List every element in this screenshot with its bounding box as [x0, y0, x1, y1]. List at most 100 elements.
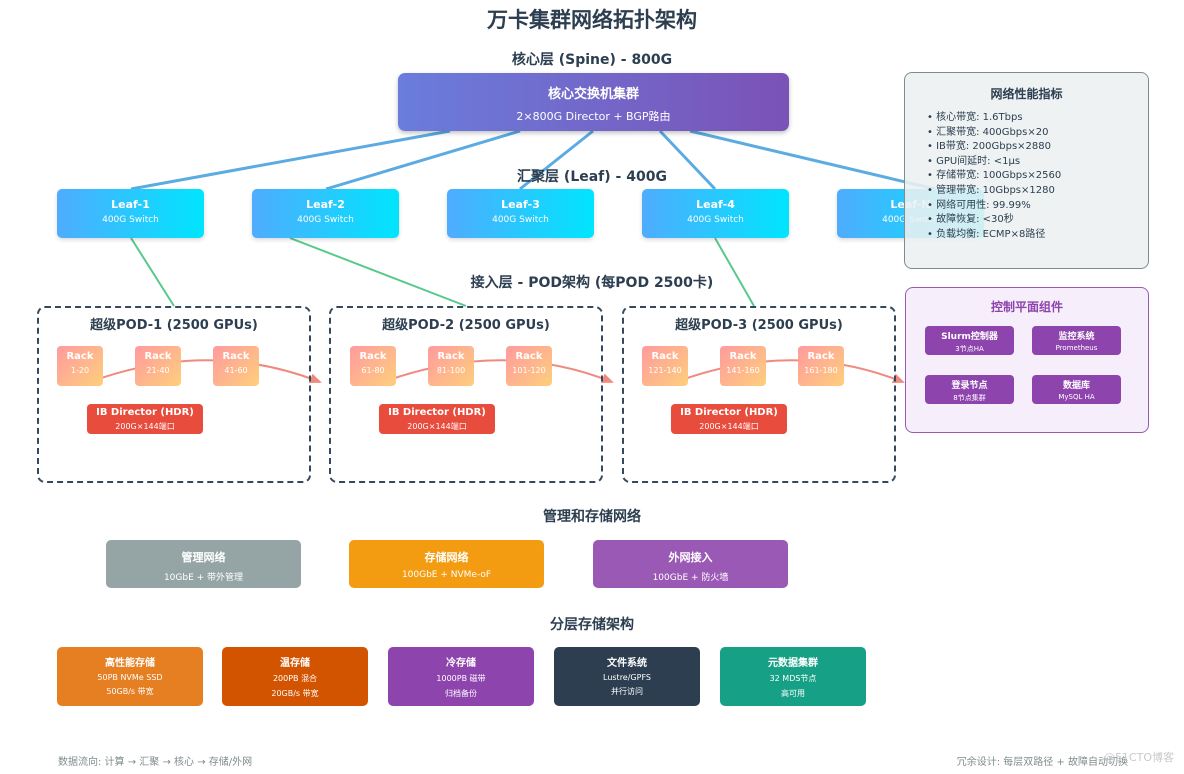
- control-plane-panel: 控制平面组件: [905, 287, 1149, 433]
- spine-link-leaf-3: [519, 129, 594, 191]
- rack-label: Rack: [222, 351, 250, 362]
- metric-item: • 管理带宽: 10Gbps×1280: [927, 184, 1055, 196]
- spine-link-leaf-1: [130, 129, 451, 191]
- ib-director-title: IB Director (HDR): [680, 407, 778, 418]
- network-title: 管理网络: [181, 551, 226, 564]
- tier-line-1: 32 MDS节点: [769, 674, 817, 683]
- leaf-switch-title: Leaf-1: [111, 198, 150, 211]
- component-title: 登录节点: [951, 381, 988, 391]
- rack-label: Rack: [807, 351, 835, 362]
- page-title: 万卡集群网络拓扑架构: [487, 8, 697, 32]
- rack-block: Rack 41-60: [213, 346, 259, 386]
- control-component: Slurm控制器 3节点HA: [925, 326, 1014, 355]
- metric-item: • 故障恢复: <30秒: [927, 214, 1014, 226]
- rack-range: 121-140: [648, 366, 682, 375]
- leaf-link-pod-1: [130, 237, 175, 307]
- leaf-layer-heading: 汇聚层 (Leaf) - 400G: [517, 169, 667, 185]
- storage-tier-cold: 冷存储 1000PB 磁带 归档备份: [388, 647, 534, 706]
- pod-title: 超级POD-2 (2500 GPUs): [382, 318, 550, 333]
- spine-link-leaf-2: [325, 129, 521, 191]
- component-sub: Prometheus: [1055, 344, 1098, 352]
- rack-range: 1-20: [70, 366, 90, 375]
- ib-director: IB Director (HDR) 200G×144端口: [87, 404, 203, 434]
- rack-block: Rack 161-180: [798, 346, 844, 386]
- control-component: 监控系统 Prometheus: [1032, 326, 1121, 355]
- rack-block: Rack 61-80: [350, 346, 396, 386]
- footer-redundancy: 冗余设计: 每层双路径 + 故障自动切换: [956, 757, 1128, 768]
- leaf-switch-3: Leaf-3 400G Switch: [447, 189, 594, 238]
- storage-tier-metadata: 元数据集群 32 MDS节点 高可用: [720, 647, 866, 706]
- network-sub: 100GbE + 防火墙: [652, 573, 729, 583]
- component-title: Slurm控制器: [941, 332, 998, 342]
- ib-director-sub: 200G×144端口: [699, 422, 759, 431]
- leaf-switch-2: Leaf-2 400G Switch: [252, 189, 399, 238]
- leaf-switch-title: Leaf-3: [501, 198, 540, 211]
- component-sub: 3节点HA: [955, 345, 984, 353]
- ib-director-title: IB Director (HDR): [96, 407, 194, 418]
- pod-3: 超级POD-3 (2500 GPUs): [622, 306, 896, 483]
- rack-range: 21-40: [146, 366, 170, 375]
- spine-link-leaf-n: [689, 129, 936, 191]
- ib-director-title: IB Director (HDR): [388, 407, 486, 418]
- leaf-link-pod-3: [714, 237, 755, 307]
- tier-title: 高性能存储: [105, 658, 155, 669]
- network-title: 外网接入: [668, 551, 713, 564]
- pod-title: 超级POD-1 (2500 GPUs): [90, 318, 258, 333]
- tier-line-1: 1000PB 磁带: [436, 674, 486, 683]
- data-flow-arrow-pod-1: [81, 359, 322, 386]
- data-flow-arrow-pod-2: [374, 359, 614, 386]
- tier-title: 文件系统: [607, 658, 647, 669]
- rack-block: Rack 101-120: [506, 346, 552, 386]
- metric-item: • IB带宽: 200Gbps×2880: [927, 141, 1052, 153]
- core-layer-heading: 核心层 (Spine) - 800G: [511, 52, 673, 68]
- metric-item: • 核心带宽: 1.6Tbps: [927, 112, 1023, 123]
- pod-1: 超级POD-1 (2500 GPUs): [37, 306, 311, 483]
- rack-label: Rack: [651, 351, 679, 362]
- leaf-switch-4: Leaf-4 400G Switch: [642, 189, 789, 238]
- tier-line-2: 20GB/s 带宽: [271, 689, 319, 698]
- footer-data-flow: 数据流向: 计算 → 汇聚 → 核心 → 存储/外网: [58, 757, 253, 768]
- rack-label: Rack: [359, 351, 387, 362]
- tier-title: 冷存储: [446, 658, 476, 669]
- rack-block: Rack 1-20: [57, 346, 103, 386]
- rack-block: Rack 21-40: [135, 346, 181, 386]
- leaf-switch-title: Leaf-2: [306, 198, 345, 211]
- control-component: 数据库 MySQL HA: [1032, 375, 1121, 404]
- network-title: 存储网络: [424, 551, 469, 564]
- rack-range: 101-120: [512, 366, 546, 375]
- mgmt-storage-heading: 管理和存储网络: [543, 509, 641, 525]
- component-title: 监控系统: [1058, 332, 1095, 342]
- tier-line-2: 并行访问: [611, 687, 643, 696]
- control-plane-title: 控制平面组件: [990, 300, 1063, 314]
- leaf-switch-sub: 400G Switch: [102, 215, 159, 225]
- tier-title: 温存储: [280, 658, 310, 669]
- metric-item: • GPU间延时: <1μs: [927, 155, 1021, 167]
- performance-metrics-panel: 网络性能指标 • 核心带宽: 1.6Tbps • 汇聚带宽: 400Gbps×2…: [904, 72, 1149, 269]
- rack-range: 141-160: [726, 366, 760, 375]
- ib-director: IB Director (HDR) 200G×144端口: [379, 404, 495, 434]
- leaf-switch-sub: 400G Switch: [297, 215, 354, 225]
- rack-range: 41-60: [224, 366, 248, 375]
- core-switch-sub: 2×800G Director + BGP路由: [516, 110, 671, 123]
- control-component: 登录节点 8节点集群: [925, 375, 1014, 404]
- leaf-switch-1: Leaf-1 400G Switch: [57, 189, 204, 238]
- metric-item: • 负载均衡: ECMP×8路径: [927, 228, 1046, 240]
- component-sub: 8节点集群: [953, 394, 986, 402]
- leaf-link-pod-2: [289, 237, 467, 307]
- ib-director: IB Director (HDR) 200G×144端口: [671, 404, 787, 434]
- data-flow-arrow-pod-3: [667, 359, 905, 386]
- tiered-storage-heading: 分层存储架构: [550, 617, 634, 633]
- spine-link-leaf-4: [658, 129, 717, 191]
- performance-title: 网络性能指标: [990, 87, 1063, 101]
- leaf-switch-sub: 400G Switch: [492, 215, 549, 225]
- network-sub: 10GbE + 带外管理: [163, 573, 244, 583]
- ib-director-sub: 200G×144端口: [115, 422, 175, 431]
- storage-tier-high-performance: 高性能存储 50PB NVMe SSD 50GB/s 带宽: [57, 647, 203, 706]
- core-switch-cluster: 核心交换机集群 2×800G Director + BGP路由: [398, 73, 789, 131]
- tier-line-2: 归档备份: [445, 689, 477, 698]
- tier-line-2: 高可用: [781, 689, 805, 698]
- ib-director-sub: 200G×144端口: [407, 422, 467, 431]
- access-layer-heading: 接入层 - POD架构 (每POD 2500卡): [470, 275, 714, 291]
- rack-label: Rack: [66, 351, 94, 362]
